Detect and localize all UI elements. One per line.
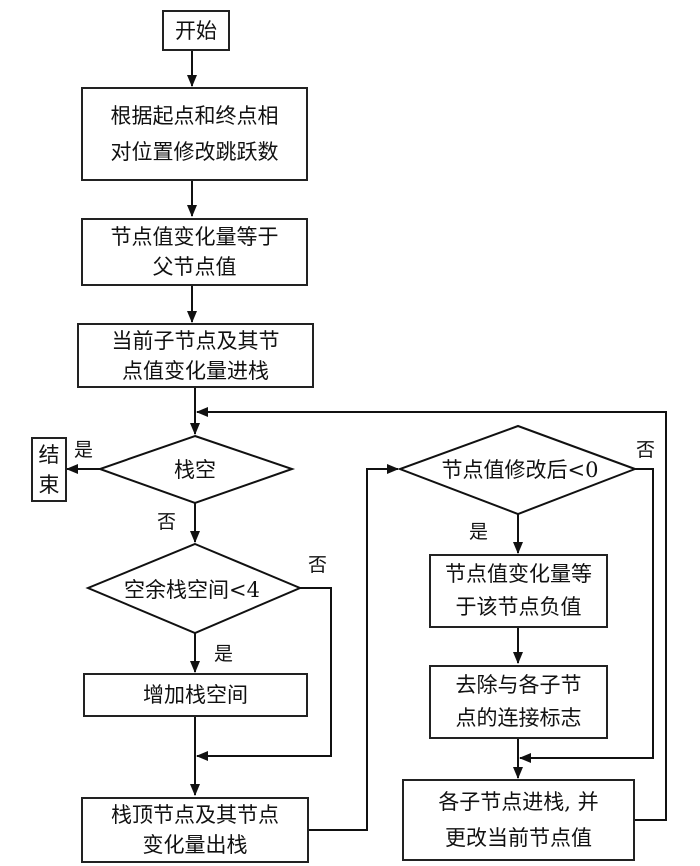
process-modify-jumps: 根据起点和终点相 对位置修改跳跃数 [81, 87, 308, 181]
pop-top-line2: 变化量出栈 [142, 833, 248, 857]
grow-stack-text: 增加栈空间 [143, 683, 248, 707]
end-node: 结 束 [31, 437, 67, 502]
end-line1: 结 [38, 442, 60, 467]
decision-stack-empty-shape [96, 434, 296, 505]
delta-parent-line2: 父节点值 [152, 255, 237, 279]
process-remove-flags: 去除与各子节 点的连接标志 [429, 665, 608, 739]
label-free-space-no: 否 [308, 554, 328, 576]
push-current-line1: 当前子节点及其节 [111, 328, 280, 353]
process-delta-equals-neg: 节点值变化量等 于该节点负值 [429, 554, 608, 628]
process-delta-equals-parent: 节点值变化量等于 父节点值 [81, 218, 308, 286]
push-children-line2: 更改当前节点值 [445, 826, 592, 850]
edge-pop-valuelt0 [308, 464, 399, 831]
process-pop-top: 栈顶节点及其节点 变化量出栈 [81, 797, 309, 863]
decision-value-lt0-shape [397, 424, 638, 516]
modify-jumps-line2: 对位置修改跳跃数 [110, 140, 279, 164]
start-text: 开始 [175, 18, 217, 43]
push-children-line1: 各子节点进栈, 并 [438, 790, 599, 814]
decision-value-lt0-text: 节点值修改后<0 [441, 458, 599, 482]
delta-parent-line1: 节点值变化量等于 [110, 225, 279, 249]
delta-neg-line1: 节点值变化量等 [445, 562, 592, 586]
label-stack-empty-no: 否 [157, 511, 177, 533]
process-grow-stack: 增加栈空间 [83, 673, 308, 717]
push-current-line2: 点值变化量进栈 [122, 358, 269, 383]
label-value-lt0-no: 否 [636, 439, 656, 461]
decision-free-space-text: 空余栈空间<4 [124, 578, 260, 602]
label-value-lt0-yes: 是 [469, 521, 489, 543]
pop-top-line1: 栈顶节点及其节点 [111, 803, 279, 827]
start-node: 开始 [162, 10, 230, 51]
decision-free-space-shape [85, 542, 303, 635]
modify-jumps-line1: 根据起点和终点相 [110, 104, 279, 128]
label-stack-empty-yes: 是 [74, 439, 94, 461]
edge-valuelt0-no-merge [519, 468, 654, 763]
process-push-children: 各子节点进栈, 并 更改当前节点值 [402, 779, 635, 861]
edge-pushchildren-loop [196, 407, 667, 821]
label-free-space-yes: 是 [214, 643, 234, 665]
end-line2: 束 [38, 472, 60, 497]
edge-freespace-no-merge [196, 587, 332, 761]
decision-stack-empty-text: 栈空 [174, 458, 216, 482]
remove-flags-line2: 点的连接标志 [455, 706, 582, 730]
delta-neg-line2: 于该节点负值 [455, 595, 582, 619]
process-push-current: 当前子节点及其节 点值变化量进栈 [77, 323, 314, 388]
remove-flags-line1: 去除与各子节 [455, 673, 582, 697]
